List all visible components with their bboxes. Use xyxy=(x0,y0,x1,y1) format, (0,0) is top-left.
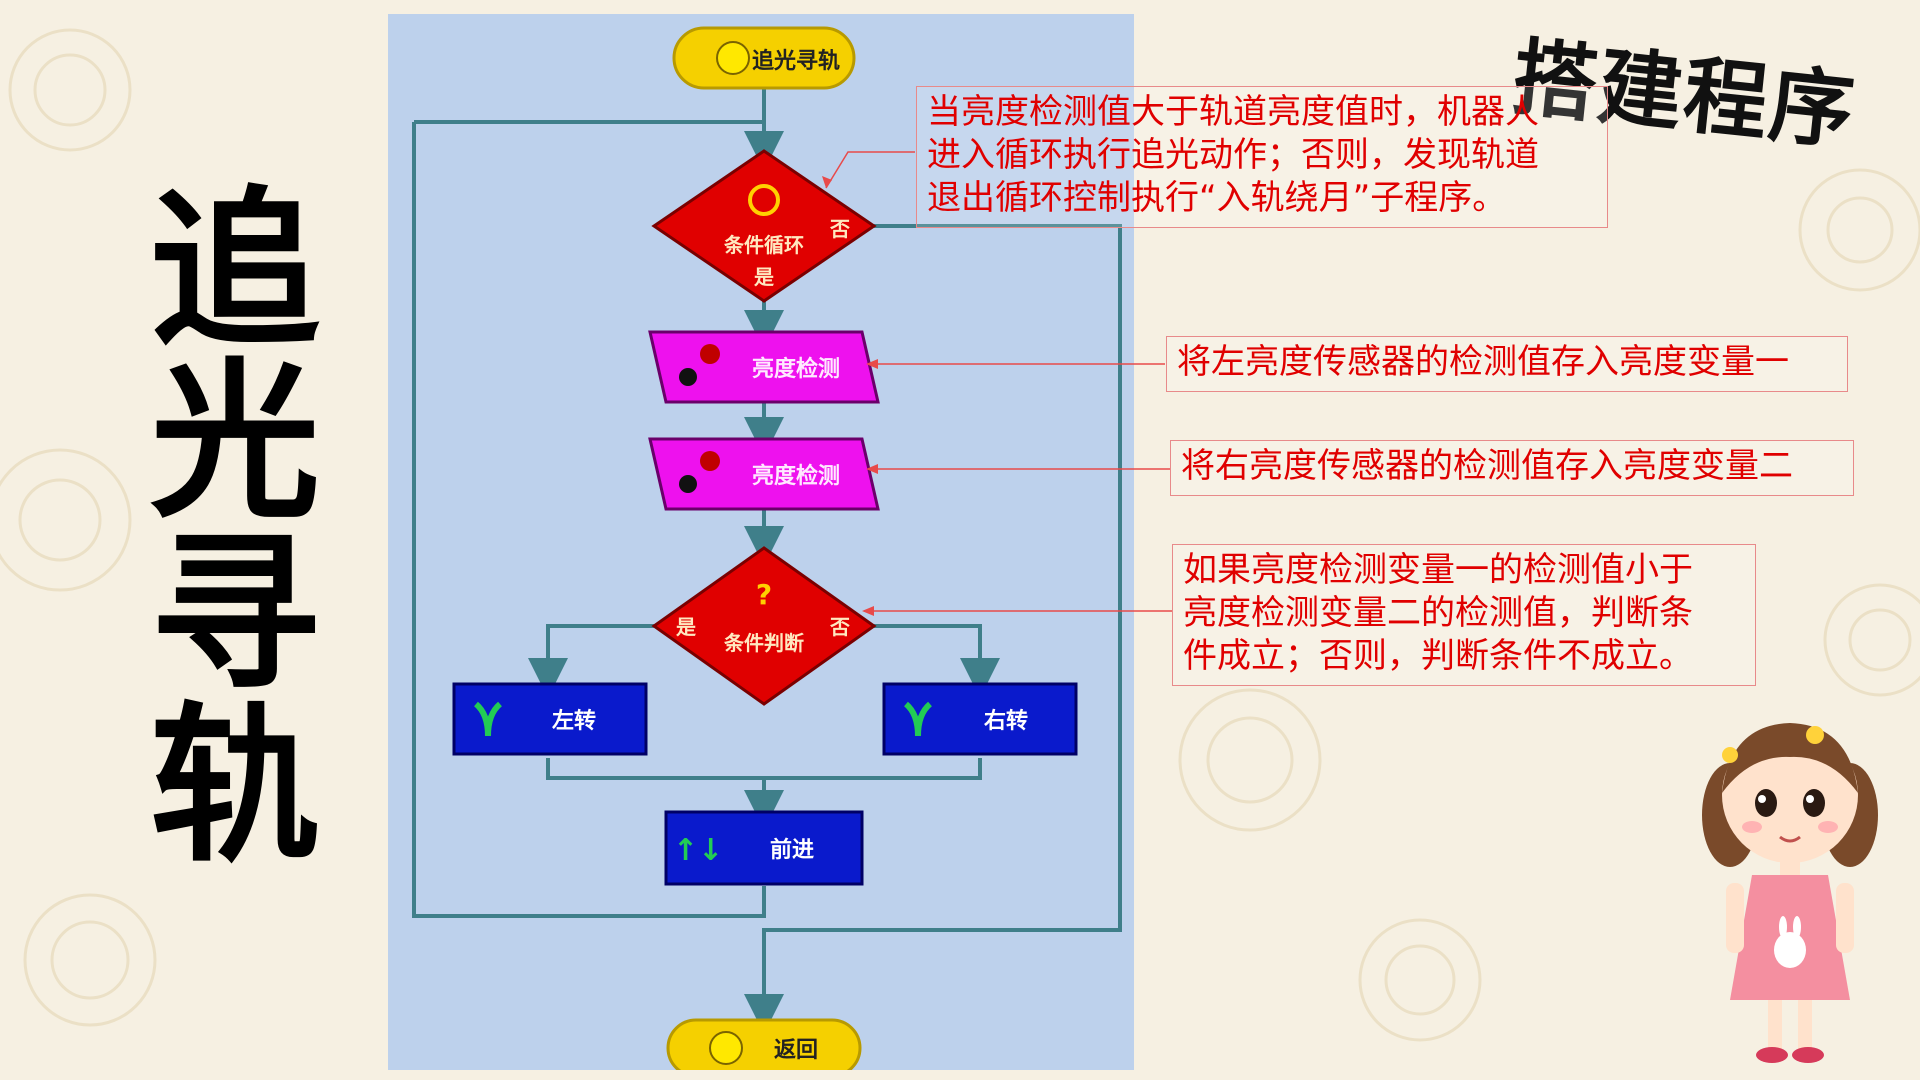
title-char-4: 轨 xyxy=(150,688,321,886)
note-decision: 如果亮度检测变量一的检测值小于 亮度检测变量二的检测值，判断条 件成立；否则，判… xyxy=(1172,544,1756,686)
title-char-1: 追 xyxy=(150,172,321,370)
loop-label: 条件循环 xyxy=(724,233,804,257)
brightness-detect-1: 亮度检测 xyxy=(648,330,880,404)
turn-left-block: 左转 xyxy=(452,682,648,756)
loop-yes: 是 xyxy=(753,265,774,289)
note-line: 亮度检测变量二的检测值，判断条 xyxy=(1183,593,1693,633)
sense2-label: 亮度检测 xyxy=(752,463,840,489)
turn-icon xyxy=(473,701,503,737)
forward-label: 前进 xyxy=(770,837,814,863)
cartoon-girl-illustration xyxy=(1702,723,1878,1063)
loop-no: 否 xyxy=(829,217,850,241)
start-label: 追光寻轨 xyxy=(752,48,840,74)
note-left-sensor: 将左亮度传感器的检测值存入亮度变量一 xyxy=(1166,336,1848,392)
note-line: 退出循环控制执行“入轨绕月”子程序。 xyxy=(927,178,1507,218)
smiley-icon xyxy=(709,1031,743,1065)
sensor-icon xyxy=(700,451,720,471)
decision-yes: 是 xyxy=(675,615,696,639)
flowchart: 追光寻轨 条件循环 是 否 亮度检测 亮度检测 ? 条件判断 是 否 左转 xyxy=(412,26,1122,1070)
end-label: 返回 xyxy=(774,1038,818,1063)
sense1-label: 亮度检测 xyxy=(752,356,840,382)
eye-icon xyxy=(679,475,697,493)
brightness-detect-2: 亮度检测 xyxy=(648,437,880,511)
note-line: 将右亮度传感器的检测值存入亮度变量二 xyxy=(1181,446,1793,486)
note-line: 当亮度检测值大于轨道亮度值时，机器人 xyxy=(927,92,1539,132)
loop-diamond: 条件循环 是 否 xyxy=(651,149,877,303)
left-label: 左转 xyxy=(552,708,596,734)
note-line: 如果亮度检测变量一的检测值小于 xyxy=(1183,550,1693,590)
start-node: 追光寻轨 xyxy=(672,26,856,90)
title-char-3: 寻 xyxy=(150,516,321,714)
smiley-icon xyxy=(716,41,750,75)
decision-diamond: ? 条件判断 是 否 xyxy=(651,546,877,706)
decision-no: 否 xyxy=(829,615,850,639)
up-down-arrows-icon: ↑↓ xyxy=(673,833,723,868)
note-line: 件成立；否则，判断条件不成立。 xyxy=(1183,636,1693,676)
note-loop: 当亮度检测值大于轨道亮度值时，机器人 进入循环执行追光动作；否则，发现轨道 退出… xyxy=(916,86,1608,228)
note-line: 进入循环执行追光动作；否则，发现轨道 xyxy=(927,135,1539,175)
right-label: 右转 xyxy=(984,708,1028,734)
decision-label: 条件判断 xyxy=(724,631,804,655)
end-node: 返回 xyxy=(666,1018,862,1070)
note-right-sensor: 将右亮度传感器的检测值存入亮度变量二 xyxy=(1170,440,1854,496)
title-char-2: 光 xyxy=(150,344,321,542)
eye-icon xyxy=(679,368,697,386)
flow-lines xyxy=(412,89,1122,1034)
turn-icon xyxy=(903,701,933,737)
forward-block: ↑↓ 前进 xyxy=(664,810,864,886)
turn-right-block: 右转 xyxy=(882,682,1078,756)
question-icon: ? xyxy=(756,578,772,611)
vertical-title: 追 光 寻 轨 xyxy=(150,172,321,886)
loop-icon xyxy=(748,184,780,216)
note-line: 将左亮度传感器的检测值存入亮度变量一 xyxy=(1177,342,1789,382)
sensor-icon xyxy=(700,344,720,364)
